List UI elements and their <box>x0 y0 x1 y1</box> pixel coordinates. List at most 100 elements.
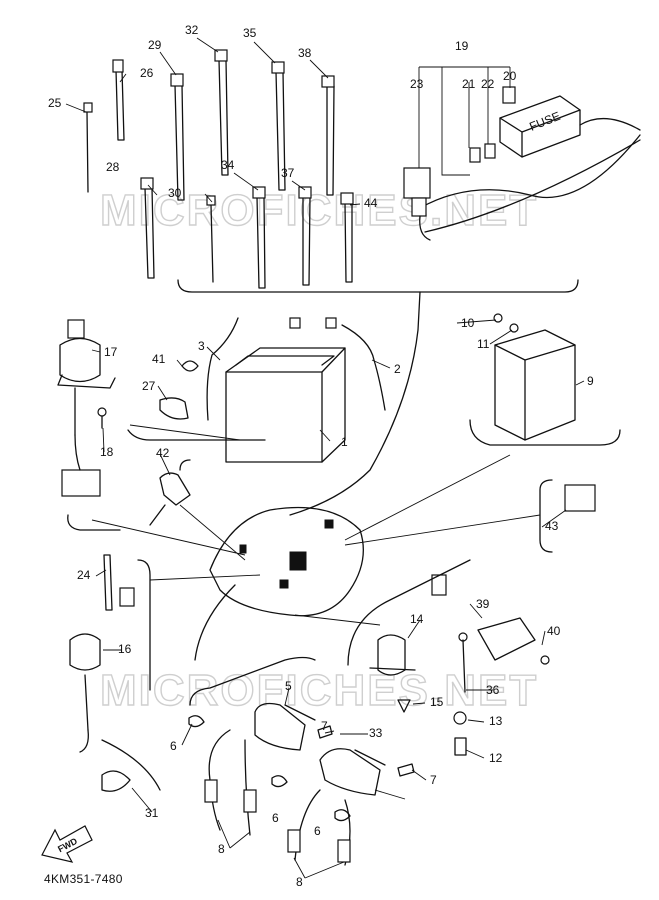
callout-label: 34 <box>221 158 235 172</box>
sensor-14 <box>369 574 447 676</box>
callout-label: 17 <box>104 345 118 359</box>
callout-label: 30 <box>168 186 182 200</box>
cable-tie-32 <box>214 49 229 176</box>
callout-label: 13 <box>489 714 503 728</box>
callout-label: 5 <box>285 679 292 693</box>
callout-label: 29 <box>148 38 162 52</box>
callout-label: 12 <box>489 751 503 765</box>
fuse-box-assembly: FUSE <box>419 86 641 233</box>
main-switch-17 <box>57 319 116 497</box>
callout-label: 31 <box>145 806 159 820</box>
watermark-bottom: MICROFICHES.NET <box>100 666 538 715</box>
battery-bracket <box>127 429 266 441</box>
bolt-7-b <box>397 763 415 777</box>
clamp-31 <box>101 770 131 792</box>
frame-leaders <box>91 424 541 626</box>
cable-tie-37 <box>298 186 312 286</box>
callout-label: 40 <box>547 624 561 638</box>
callout-label: 8 <box>218 842 225 856</box>
callout-label: 41 <box>152 352 166 366</box>
battery-lead-2 <box>341 324 386 411</box>
callout-label: 22 <box>481 77 495 91</box>
fuse-22 <box>484 143 496 159</box>
diagram-code: 4KM351-7480 <box>44 872 123 886</box>
callout-label: 23 <box>410 77 424 91</box>
bolt-15 <box>397 699 411 713</box>
coupler-42 <box>149 472 191 526</box>
ties-group-bracket <box>177 279 579 293</box>
callout-label: 28 <box>106 160 120 174</box>
cable-tie-35 <box>271 61 286 191</box>
callout-label: 26 <box>140 66 154 80</box>
battery-1 <box>225 317 346 463</box>
bracket-17 <box>67 514 121 531</box>
callout-label: 1 <box>341 435 348 449</box>
bolt-7-a <box>317 725 333 739</box>
callout-label: 2 <box>394 362 401 376</box>
callout-label: 32 <box>185 23 199 37</box>
band-41 <box>181 360 199 372</box>
plug-lead-8-b <box>244 739 251 836</box>
plug-cap-d <box>337 839 351 863</box>
callout-label: 10 <box>461 316 475 330</box>
callout-label: 9 <box>587 374 594 388</box>
clamp-6-c <box>334 809 351 822</box>
plug-cap-b <box>243 789 257 813</box>
callout-label: 6 <box>314 824 321 838</box>
callout-label: 19 <box>455 39 469 53</box>
ignition-coil-4 <box>319 748 386 796</box>
callout-label: 21 <box>462 77 476 91</box>
fuse-20 <box>502 86 516 104</box>
ignition-coil-5 <box>254 702 316 751</box>
callouts: 1 2 3 5 6 6 6 7 7 8 8 9 10 11 12 13 14 1… <box>48 23 594 889</box>
battery-frame-line <box>289 291 421 516</box>
holder-27 <box>159 397 189 420</box>
callout-label: 14 <box>410 612 424 626</box>
callout-label: 15 <box>430 695 444 709</box>
callout-label: 8 <box>296 875 303 889</box>
cable-tie-44 <box>340 192 354 283</box>
watermark-top: MICROFICHES.NET <box>100 186 538 235</box>
callout-label: 20 <box>503 69 517 83</box>
leaders-top-right <box>418 66 511 176</box>
speed-sensor-39 <box>458 617 550 693</box>
cable-tie-38 <box>321 75 335 196</box>
coupler-42-bracket <box>179 459 191 471</box>
callout-label: 24 <box>77 568 91 582</box>
callout-label: 42 <box>156 446 170 460</box>
battery-lead-3 <box>206 317 239 421</box>
relay-43-bracket <box>539 479 553 553</box>
cable-tie-26 <box>112 59 125 141</box>
callout-label: 35 <box>243 26 257 40</box>
switch-12 <box>454 737 467 756</box>
callout-label: 16 <box>118 642 132 656</box>
relay-23 <box>403 167 431 241</box>
fwd-arrow-icon: FWD <box>41 825 93 863</box>
callout-label: 44 <box>364 196 378 210</box>
fuse-21 <box>469 147 481 163</box>
callout-leaders <box>65 37 585 879</box>
callout-label: 7 <box>321 719 328 733</box>
callout-label: 6 <box>170 739 177 753</box>
fuse-label: FUSE <box>527 109 562 134</box>
callout-label: 7 <box>430 773 437 787</box>
washer-13 <box>453 711 467 725</box>
callout-label: 6 <box>272 811 279 825</box>
callout-label: 39 <box>476 597 490 611</box>
callout-label: 3 <box>198 339 205 353</box>
callout-label: 11 <box>477 337 490 351</box>
callout-label: 18 <box>100 445 114 459</box>
callout-label: 38 <box>298 46 312 60</box>
sidestand-switch-16 <box>69 633 101 753</box>
plug-cap-a <box>204 779 218 803</box>
callout-label: 25 <box>48 96 62 110</box>
relay-43 <box>564 484 596 512</box>
sensor-bracket <box>347 559 471 666</box>
ignitor-bracket <box>469 419 621 446</box>
band-24 <box>103 554 135 611</box>
callout-label: 43 <box>545 519 559 533</box>
clamp-6-b <box>271 775 288 788</box>
cable-tie-25 <box>83 102 93 193</box>
plug-cap-c <box>287 829 301 853</box>
